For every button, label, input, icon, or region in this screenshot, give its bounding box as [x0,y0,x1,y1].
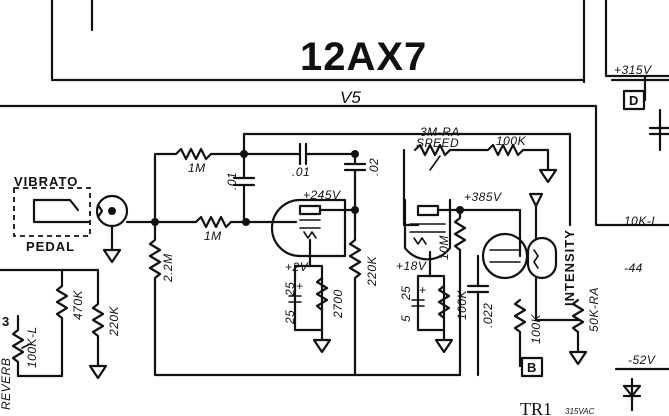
plate1-voltage: +245V [303,188,341,202]
cathode2-ground [434,328,454,354]
intensity-ground [568,350,588,366]
c-022-label: .022 [481,303,495,328]
tube-type-label: 12AX7 [300,35,427,79]
supply-top-voltage: +315V [614,63,652,77]
neon-ldr [481,232,558,280]
left-ground [88,364,108,380]
supply-bot-voltage: -52V [628,353,656,367]
left-bus [0,268,100,292]
speed-pot-wiper [429,155,441,171]
v5-bus-line [0,104,669,227]
tag-left-label: 3 [2,314,10,329]
resistor-1m-top [153,147,246,224]
r-100k-cathode-label: 100K [455,289,469,320]
supply-diode [622,377,642,412]
c-01-series-label: .01 [292,165,310,179]
capacitor-25-b [411,299,425,307]
r-220k-plate-label: 220K [365,255,379,287]
tube-designator-label: V5 [340,88,361,107]
vibrato-label: VIBRATO [14,174,78,189]
r-220k-left-label: 220K [107,305,121,337]
cathode2-voltage: +18V [396,259,427,273]
resistor-10m [453,208,467,332]
resistor-220k-plate [348,238,362,377]
resistor-100k-cathode [437,284,451,320]
c-01-shunt-label: .01 [225,172,239,190]
cathode1-network [293,238,324,332]
resistor-470k [55,268,69,342]
c-25-a-plus: + [296,279,304,293]
cathode2-network [416,250,446,332]
reverb-pot [11,314,64,378]
c-25-b-label: 25 [399,286,413,301]
speed-ground-symbol [538,168,558,184]
intensity-value: 50K-RA [587,287,601,332]
resistor-100k-plate [513,298,527,368]
ldr-arrow [528,192,544,240]
tag-b-label: B [527,360,537,375]
transformer-rating: 315VAC [565,407,595,416]
grid2-wire [402,148,420,227]
speed-pot [413,143,550,172]
resistor-2700 [315,276,329,312]
reverb-pot-wiper [21,343,31,349]
tube-section-1 [270,198,347,258]
r-2700-label: 2700 [331,289,345,319]
supply-mid-voltage: -44 [624,261,643,275]
r-10k-l-label: 10K-L [624,214,659,228]
speed-value-label: 3M-RA [420,125,460,139]
c-02-label: .02 [367,158,381,176]
r-2-2m-label: 2.2M [161,253,175,283]
r-100k-speed-label: 100K [496,134,527,148]
intensity-label: INTENSITY [562,229,577,306]
cathode1-ground [312,328,332,354]
c-25-b-value: 5 [399,315,413,322]
resistor-2-2m [148,220,462,377]
resistor-1m-input [194,215,298,229]
c-25-a-label: 25 [283,282,297,297]
speed-name-label: SPEED [416,136,459,150]
pedal-dashed-box [13,187,91,237]
r-100k-plate-label: 100K [529,313,543,344]
r-1m-top-label: 1M [188,161,206,175]
capacitor-25-a [288,295,302,303]
reverb-partial-label: REVERB [0,358,13,410]
plate2-voltage: +385V [464,190,502,204]
resistor-220k-left [91,288,105,368]
ldr-wire [534,276,580,322]
r-1m-input-label: 1M [204,229,222,243]
plate1-wire [318,208,357,242]
intensity-pot [571,298,585,354]
capacitor-02 [343,152,367,210]
junction [351,206,359,214]
c-25-b-plus: + [419,283,427,297]
pedal-label: PEDAL [26,239,75,254]
r-10m-label: 10M [437,235,451,260]
transformer-name: TR1 [520,399,552,416]
reverb-pot-label: 100K-L [25,326,39,368]
r-470k-label: 470K [71,289,85,320]
capacitor-01-series [242,142,357,166]
c-25-a-value: 25 [283,310,297,325]
capacitor-022 [466,254,490,377]
tube-frame [50,0,586,84]
pedal-jack [32,194,129,264]
cathode1-voltage: +2V [285,260,309,274]
capacitor-01-shunt [232,152,256,224]
tag-d-label: D [629,93,639,108]
right-module [604,0,669,152]
tag-d-box [622,89,646,111]
feedback-bus [242,132,572,227]
tag-b-box [520,356,544,378]
